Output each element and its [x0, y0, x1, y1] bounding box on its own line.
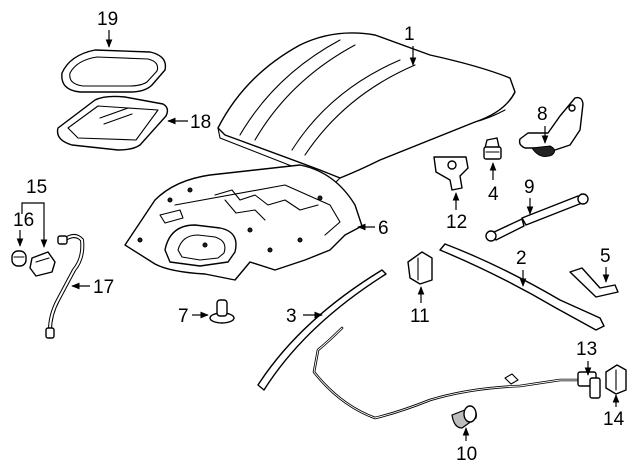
callout-5: 5 — [600, 246, 611, 267]
callout-11: 11 — [410, 306, 430, 327]
part-12-striker[interactable] — [433, 156, 469, 191]
leader-15 — [21, 202, 48, 248]
part-18-insulator[interactable] — [56, 95, 169, 151]
part-14-latch[interactable] — [605, 364, 627, 395]
callout-3: 3 — [286, 306, 297, 327]
part-15-nozzle[interactable] — [29, 251, 56, 277]
callout-10: 10 — [456, 444, 477, 465]
part-13-release-cable[interactable] — [312, 326, 601, 420]
callout-13: 13 — [576, 339, 597, 360]
part-10-handle-knob[interactable] — [451, 405, 477, 429]
part-4-bumper[interactable] — [483, 137, 502, 160]
part-7-push-pin[interactable] — [209, 299, 235, 324]
part-5-clip-bracket[interactable] — [569, 267, 619, 298]
callout-14: 14 — [603, 409, 625, 430]
part-6-hood-insulator[interactable] — [124, 164, 363, 281]
part-16-bulb[interactable] — [11, 250, 27, 267]
callout-16: 16 — [13, 210, 34, 231]
part-3-side-seal[interactable] — [257, 269, 387, 391]
callout-15: 15 — [26, 177, 47, 198]
part-11-handle-bracket[interactable] — [407, 251, 433, 285]
part-19-seal[interactable] — [61, 49, 167, 93]
callout-6: 6 — [378, 218, 389, 239]
part-2-rear-seal[interactable] — [439, 243, 605, 331]
callout-19: 19 — [97, 9, 118, 30]
part-9-lift-support[interactable] — [485, 193, 589, 242]
callout-4: 4 — [488, 184, 499, 205]
callout-18: 18 — [190, 112, 211, 133]
part-1-hood[interactable] — [217, 32, 516, 184]
callout-9: 9 — [524, 177, 535, 198]
part-17-washer-hose[interactable] — [45, 234, 85, 339]
part-8-hinge[interactable] — [518, 96, 584, 157]
callout-17: 17 — [93, 277, 114, 298]
callout-7: 7 — [178, 306, 189, 327]
callout-2: 2 — [516, 248, 527, 269]
callout-12: 12 — [446, 212, 467, 233]
callout-8: 8 — [537, 104, 548, 125]
callout-1: 1 — [404, 24, 415, 45]
